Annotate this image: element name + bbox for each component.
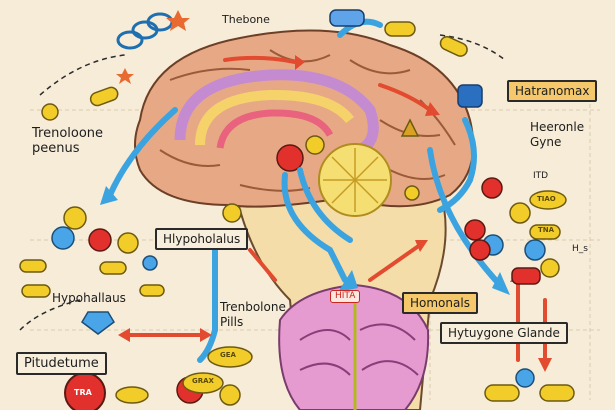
sun-gland-rays bbox=[323, 148, 387, 212]
label-top: Thebone bbox=[222, 13, 270, 26]
yellow-oval-pill-2 bbox=[182, 372, 224, 394]
label-right-small-1: ITD bbox=[533, 171, 549, 181]
yellow-oval-pill-right bbox=[529, 190, 567, 210]
label-right-box-2: Hytuygone Glande bbox=[440, 322, 568, 344]
label-right-box-1-text: Homonals bbox=[410, 296, 470, 310]
label-right-box-1: Homonals bbox=[402, 292, 478, 314]
pill-imprint-3: TRA bbox=[74, 388, 92, 397]
dashed-paths bbox=[19, 34, 506, 331]
small-cone bbox=[400, 118, 420, 137]
yellow-oval-pill bbox=[207, 346, 253, 368]
label-right-mid-1: Heeronle bbox=[530, 120, 585, 134]
pill-imprint-5: TNA bbox=[538, 226, 555, 234]
blue-capsule-top bbox=[329, 9, 365, 27]
orange-star-small bbox=[116, 68, 134, 84]
pill-imprint-4: TIAO bbox=[537, 195, 556, 203]
label-left-upper-2: peenus bbox=[32, 141, 80, 156]
label-right-top: Hatranomax bbox=[515, 84, 590, 98]
limbic-ring-yellow bbox=[195, 89, 354, 146]
red-arrows bbox=[128, 55, 547, 362]
label-center-tag: HITA bbox=[330, 290, 361, 304]
orange-star bbox=[166, 10, 190, 31]
limbic-ring-purple bbox=[174, 69, 379, 155]
label-right-box-2-text: Hytuygone Glande bbox=[448, 326, 560, 340]
yellow-oval-pill-3 bbox=[115, 386, 149, 404]
label-left-bottom-box: Pitudetume bbox=[16, 352, 107, 375]
red-ball bbox=[276, 144, 304, 172]
red-capsule bbox=[511, 267, 541, 285]
blue-coil bbox=[116, 12, 174, 50]
label-left-mid: Hlypoholalus bbox=[163, 232, 241, 246]
label-left-mid-box: Hlypoholalus bbox=[155, 228, 249, 250]
pill-imprint-2: GRAX bbox=[192, 377, 214, 385]
label-left-upper: Trenoloone peenus bbox=[32, 126, 103, 156]
label-right-mid: Heeronle Gyne bbox=[530, 120, 584, 150]
pill-imprint-1: GEA bbox=[220, 351, 236, 359]
label-center-2: Pills bbox=[220, 315, 244, 329]
label-center-1: Trenbolone bbox=[220, 300, 286, 314]
label-left-upper-1: Trenoloone bbox=[32, 126, 104, 141]
label-left-bottom: Pitudetume bbox=[24, 356, 99, 371]
pill-group-left bbox=[19, 21, 575, 402]
blue-shield-pill bbox=[81, 311, 115, 335]
label-right-small-2: H_s bbox=[572, 244, 588, 254]
label-center: Trenbolone Pills bbox=[220, 300, 286, 330]
yellow-ball bbox=[305, 135, 325, 155]
blue-capsule bbox=[457, 84, 483, 108]
gland-veins bbox=[299, 323, 419, 376]
label-right-mid-2: Gyne bbox=[530, 135, 562, 149]
limbic-ring-pink bbox=[216, 109, 334, 149]
label-left-lower: Hypohallaus bbox=[52, 291, 126, 305]
label-right-top-box: Hatranomax bbox=[507, 80, 598, 102]
